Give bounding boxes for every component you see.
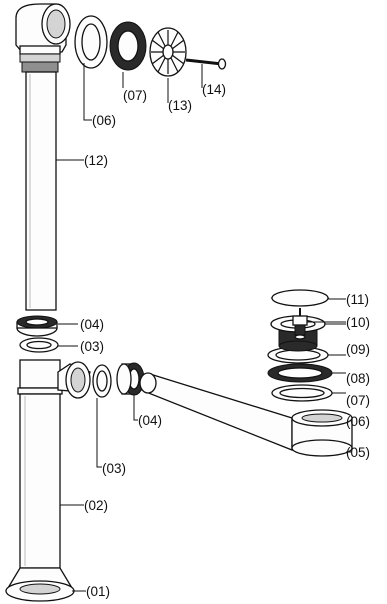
overflow-faceplate-13 bbox=[149, 27, 187, 77]
overflow-tube bbox=[25, 71, 57, 311]
base-flange bbox=[5, 567, 75, 602]
label-p11: (11) bbox=[346, 292, 369, 307]
drain-washer-08 bbox=[267, 346, 329, 364]
tee-washer-03-lower bbox=[92, 364, 112, 398]
drain-tee bbox=[17, 359, 91, 399]
label-p09: (09) bbox=[346, 342, 370, 357]
tube-washer-03-upper bbox=[19, 337, 59, 353]
label-p14: (14) bbox=[202, 82, 226, 97]
drain-gasket-07-lower bbox=[267, 363, 333, 383]
tee-nut-04-lower bbox=[116, 362, 145, 396]
label-p04-lower: (04) bbox=[138, 413, 162, 428]
label-p10: (10) bbox=[346, 315, 370, 330]
waste-tube bbox=[19, 393, 61, 569]
label-p07-top: (07) bbox=[123, 88, 147, 103]
stopper-cap-11 bbox=[270, 289, 330, 307]
label-p03-upper: (03) bbox=[80, 339, 104, 354]
label-p02: (02) bbox=[84, 498, 108, 513]
label-p07-lower: (07) bbox=[346, 393, 370, 408]
label-p01: (01) bbox=[86, 584, 110, 599]
label-p13: (13) bbox=[168, 98, 192, 113]
overflow-washer-06 bbox=[74, 15, 108, 69]
overflow-elbow bbox=[15, 3, 71, 73]
drain-washer-06-lower bbox=[271, 384, 333, 402]
overflow-gasket-07 bbox=[109, 21, 147, 71]
drain-shoe bbox=[139, 372, 353, 457]
callout-labels: (06) (07) (13) (14) (12) (04) (03) (04) … bbox=[80, 82, 370, 599]
stopper-spring-10 bbox=[292, 308, 308, 340]
leader-lines bbox=[56, 63, 352, 592]
label-p03-lower: (03) bbox=[102, 461, 126, 476]
label-p06-lower: (06) bbox=[346, 414, 370, 429]
tube-nut-04-upper bbox=[16, 315, 58, 337]
label-p04-upper: (04) bbox=[80, 317, 104, 332]
overflow-screw-14 bbox=[185, 58, 227, 70]
label-p05: (05) bbox=[346, 445, 370, 460]
label-p12: (12) bbox=[84, 153, 108, 168]
label-p08: (08) bbox=[346, 371, 370, 386]
label-p06-top: (06) bbox=[92, 113, 116, 128]
